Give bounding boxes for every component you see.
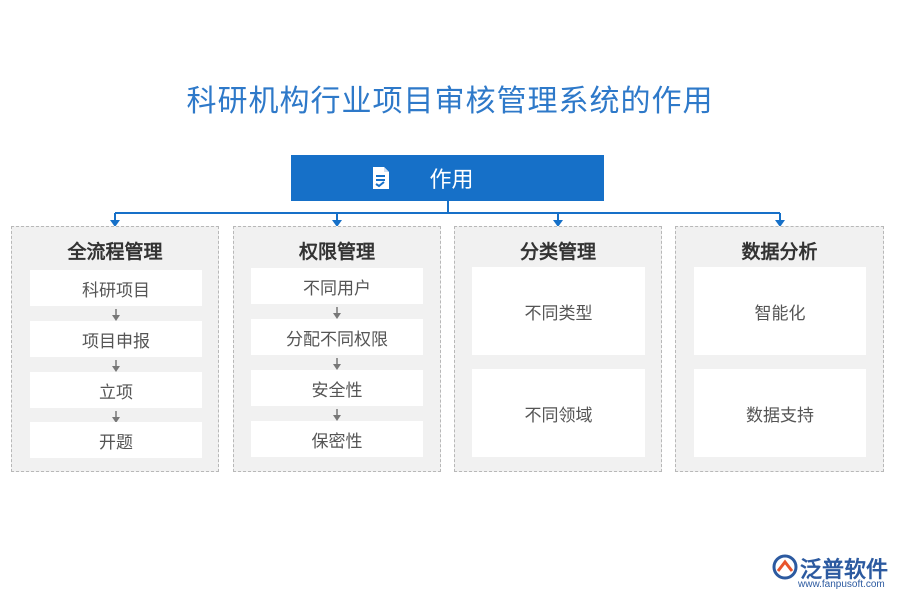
list-item: 科研项目 bbox=[30, 270, 202, 306]
list-item: 保密性 bbox=[251, 421, 423, 457]
logo-mark-icon bbox=[772, 554, 798, 580]
list-item: 不同领域 bbox=[472, 369, 645, 457]
brand-logo: 泛普软件 www.fanpusoft.com bbox=[770, 550, 890, 594]
list-item: 立项 bbox=[30, 372, 202, 408]
list-item: 安全性 bbox=[251, 370, 423, 406]
column-classification: 分类管理 不同类型 不同领域 bbox=[454, 226, 662, 472]
logo-name: 泛普软件 bbox=[800, 558, 889, 583]
arrow-down-icon bbox=[112, 411, 120, 423]
column-full-process: 全流程管理 科研项目 项目申报 立项 开题 bbox=[11, 226, 219, 472]
column-data-analysis: 数据分析 智能化 数据支持 bbox=[675, 226, 884, 472]
list-item: 项目申报 bbox=[30, 321, 202, 357]
list-item: 开题 bbox=[30, 422, 202, 458]
list-item: 不同用户 bbox=[251, 268, 423, 304]
root-node: 作用 bbox=[291, 155, 604, 201]
column-title: 分类管理 bbox=[519, 241, 596, 263]
list-item: 分配不同权限 bbox=[251, 319, 423, 355]
column-permission: 权限管理 不同用户 分配不同权限 安全性 保密性 bbox=[233, 226, 441, 472]
column-title: 数据分析 bbox=[741, 241, 818, 263]
list-item: 智能化 bbox=[694, 267, 866, 355]
root-label: 作用 bbox=[429, 168, 474, 193]
arrow-down-icon bbox=[112, 360, 120, 372]
page-title: 科研机构行业项目审核管理系统的作用 bbox=[186, 84, 714, 119]
connector-lines bbox=[110, 201, 785, 227]
column-title: 全流程管理 bbox=[67, 241, 163, 263]
list-item: 不同类型 bbox=[472, 267, 645, 355]
arrow-down-icon bbox=[333, 307, 341, 319]
column-title: 权限管理 bbox=[298, 241, 375, 263]
arrow-down-icon bbox=[333, 409, 341, 421]
arrow-down-icon bbox=[333, 358, 341, 370]
document-icon bbox=[373, 167, 389, 189]
logo-url: www.fanpusoft.com bbox=[798, 579, 885, 590]
list-item: 数据支持 bbox=[694, 369, 866, 457]
arrow-down-icon bbox=[112, 309, 120, 321]
